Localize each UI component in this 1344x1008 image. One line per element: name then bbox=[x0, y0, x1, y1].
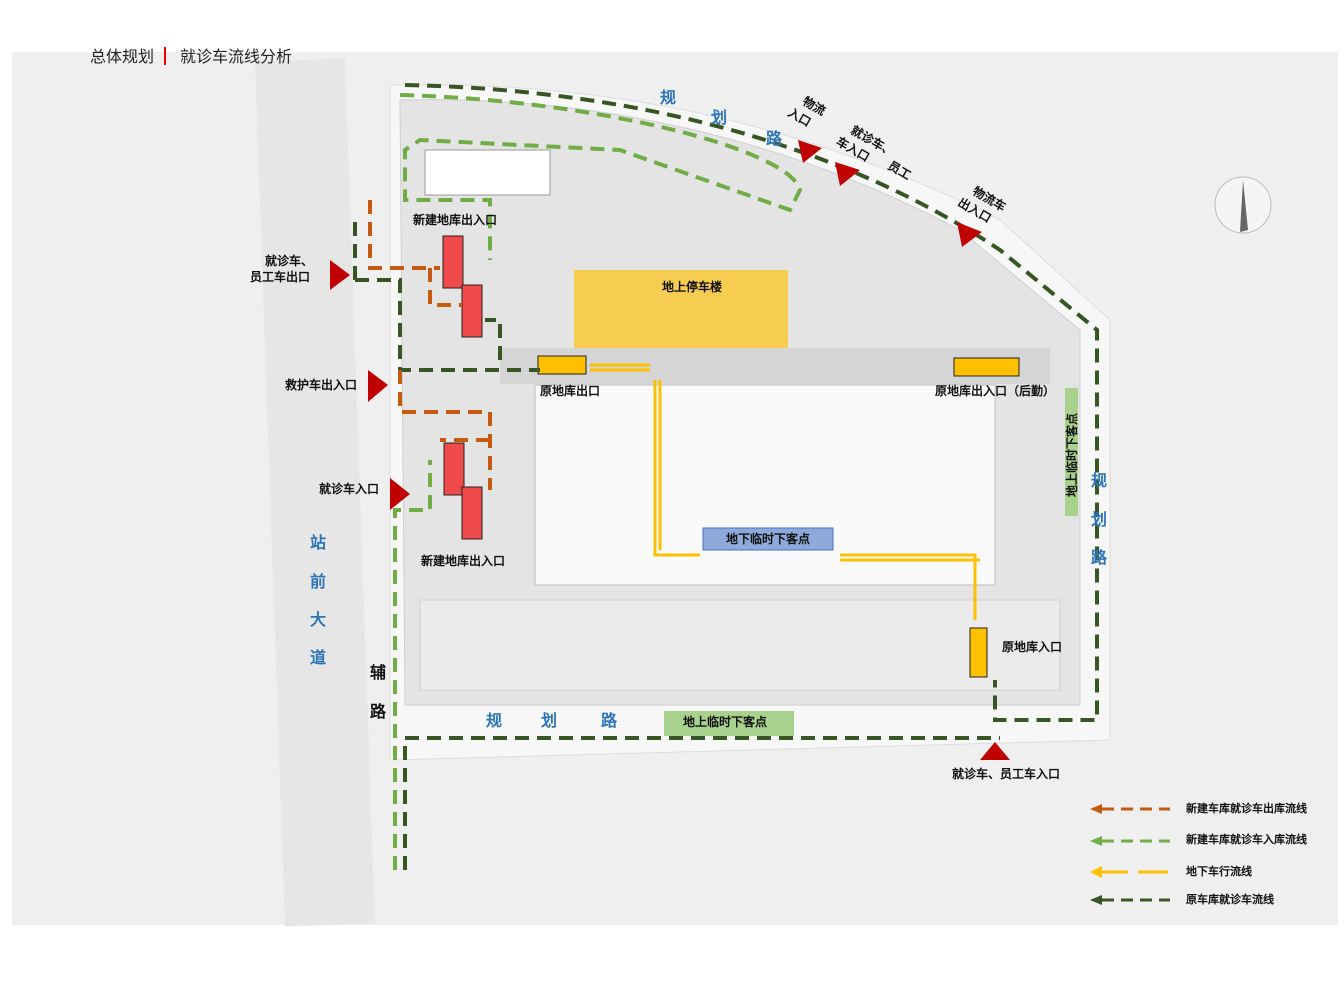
old-garage-flow-left bbox=[353, 215, 540, 372]
road-bottom: 规 bbox=[486, 711, 502, 730]
road-top: 规 bbox=[660, 88, 676, 107]
road-bottom: 划 bbox=[541, 711, 557, 730]
label-ambulance: 救护车出入口 bbox=[285, 377, 357, 392]
entrance-markers bbox=[330, 140, 1010, 760]
label-patient-entrance: 就诊车入口 bbox=[319, 481, 379, 496]
ground-dropoff-right-box bbox=[1065, 388, 1078, 516]
title-main: 总体规划 bbox=[90, 47, 154, 66]
legend-label: 地下车行流线 bbox=[1186, 864, 1252, 878]
new-in-flow bbox=[393, 93, 803, 870]
old-garage-exit-box bbox=[537, 355, 587, 375]
legend-label: 原车库就诊车流线 bbox=[1186, 892, 1274, 906]
label-staff-exit-2: 员工车出口 bbox=[250, 269, 310, 284]
road-top: 路 bbox=[766, 129, 783, 148]
road-right: 划 bbox=[1091, 510, 1107, 529]
north-arrow-needle-icon bbox=[1240, 180, 1248, 232]
road-aux: 辅 bbox=[370, 663, 386, 682]
ground-dropoff-bottom-box bbox=[664, 711, 794, 736]
label-old-garage-entrance: 原地库入口 bbox=[1002, 639, 1062, 654]
legend-arrow-icon bbox=[1090, 895, 1102, 905]
underground-flow bbox=[590, 363, 980, 620]
road-left: 大 bbox=[310, 610, 326, 629]
legend-arrow-icon bbox=[1090, 804, 1102, 814]
underground-dropoff-box bbox=[702, 527, 834, 551]
road-left: 道 bbox=[310, 648, 326, 667]
label-new-garage-bottom: 新建地库出入口 bbox=[421, 553, 505, 568]
new-garage-ramps bbox=[442, 235, 483, 540]
label-new-garage-top: 新建地库出入口 bbox=[413, 212, 497, 227]
existing-building bbox=[424, 149, 551, 196]
old-garage-entrance-box bbox=[969, 627, 988, 678]
title-sub: 就诊车流线分析 bbox=[180, 47, 292, 66]
label-staff-exit: 就诊车、 bbox=[265, 253, 313, 268]
label-old-garage-service: 原地库出入口（后勤） bbox=[935, 383, 1055, 398]
old-garage-flow-bottom bbox=[403, 736, 1000, 870]
new-out-flow bbox=[368, 200, 492, 490]
title-divider bbox=[164, 47, 166, 65]
parking-building-box bbox=[574, 270, 788, 348]
road-aux: 路 bbox=[370, 702, 387, 721]
legend: 新建车库就诊车出库流线 新建车库就诊车入库流线 地下车行流线 原车库就诊车流线 bbox=[1090, 801, 1307, 906]
legend-arrow-icon bbox=[1090, 866, 1102, 878]
road-bottom: 路 bbox=[601, 711, 618, 730]
legend-arrow-icon bbox=[1090, 836, 1102, 846]
label-ground-dropoff-right: 地上临时下客点 bbox=[1064, 413, 1079, 497]
road-left: 前 bbox=[310, 572, 326, 591]
label-ground-dropoff-bottom: 地上临时下客点 bbox=[683, 714, 767, 729]
front-plaza bbox=[419, 599, 1061, 691]
legend-label: 新建车库就诊车出库流线 bbox=[1186, 801, 1307, 815]
road-left: 站 bbox=[310, 533, 326, 552]
road-top: 划 bbox=[711, 108, 727, 127]
label-underground-dropoff: 地下临时下客点 bbox=[726, 531, 810, 546]
old-garage-service-box bbox=[953, 357, 1020, 377]
road-right: 路 bbox=[1091, 548, 1108, 567]
label-old-garage-exit: 原地库出口 bbox=[540, 383, 600, 398]
road-right: 规 bbox=[1091, 471, 1107, 490]
left-avenue bbox=[255, 58, 375, 927]
legend-label: 新建车库就诊车入库流线 bbox=[1186, 832, 1307, 846]
old-garage-flow bbox=[404, 83, 1099, 722]
hospital-building bbox=[534, 384, 996, 586]
label-bottom-entrance: 就诊车、员工车入口 bbox=[952, 766, 1060, 781]
label-parking-building: 地上停车楼 bbox=[662, 279, 722, 294]
